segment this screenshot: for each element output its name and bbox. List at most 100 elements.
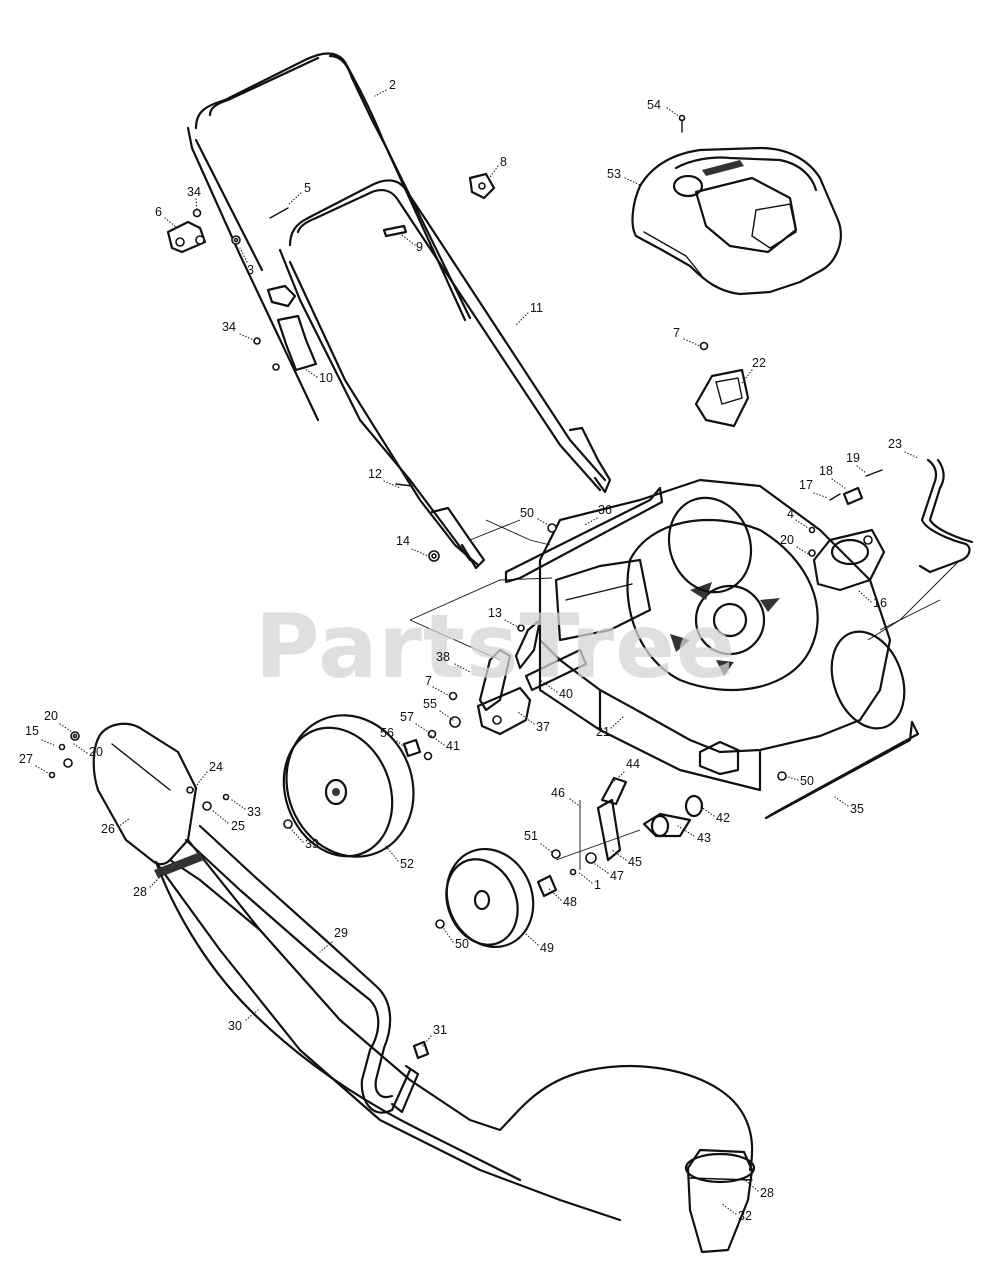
callout-11: 11	[515, 301, 543, 326]
callout-3: 3	[239, 247, 254, 277]
part-number-label: 29	[334, 926, 348, 940]
part-number-label: 53	[607, 167, 621, 181]
part-number-label: 13	[488, 606, 502, 620]
callout-26: 26	[101, 817, 131, 836]
callout-leader	[287, 192, 302, 206]
part-number-label: 35	[850, 802, 864, 816]
part-number-label: 51	[524, 829, 538, 843]
part-number-label: 57	[400, 710, 414, 724]
callout-10: 10	[301, 366, 333, 385]
watermark-text: PartsTree	[255, 595, 736, 698]
callout-leader	[547, 887, 562, 901]
callout-34: 34	[222, 320, 257, 342]
chute-assembly	[48, 722, 756, 1254]
callout-leader	[699, 805, 715, 817]
callout-leader	[677, 825, 695, 837]
part-number-label: 24	[209, 760, 223, 774]
callout-32: 32	[721, 1203, 752, 1223]
callout-45: 45	[611, 849, 642, 869]
part-number-label: 20	[44, 709, 58, 723]
callout-4: 4	[787, 507, 809, 529]
callout-leader	[504, 619, 521, 629]
part-number-label: 22	[752, 356, 766, 370]
engine-bracket	[808, 469, 886, 592]
part-number-label: 19	[846, 451, 860, 465]
bracket-22	[694, 341, 750, 428]
part-number-label: 52	[400, 857, 414, 871]
callout-56: 56	[380, 726, 409, 751]
part-number-label: 31	[433, 1023, 447, 1037]
part-number-label: 4	[787, 507, 794, 521]
part-number-label: 28	[760, 1186, 774, 1200]
callout-leader	[784, 775, 799, 781]
part-number-label: 1	[594, 878, 601, 892]
callout-leader	[384, 844, 399, 862]
callout-23: 23	[888, 437, 919, 459]
callout-7: 7	[673, 326, 701, 347]
callout-35: 35	[834, 796, 864, 816]
callout-leader	[73, 743, 88, 754]
part-number-label: 44	[626, 757, 640, 771]
callout-leader	[537, 518, 551, 527]
callout-25: 25	[211, 809, 245, 833]
handle-hardware	[166, 172, 496, 562]
callout-leader	[415, 723, 431, 734]
part-number-label: 10	[319, 371, 333, 385]
callout-leader	[245, 1009, 259, 1021]
callout-49: 49	[523, 931, 554, 955]
callout-leader	[487, 165, 499, 181]
callout-31: 31	[421, 1023, 447, 1048]
callout-leader	[856, 465, 867, 474]
callout-37: 37	[517, 711, 550, 734]
callout-leader	[577, 871, 593, 884]
callout-leader	[59, 723, 73, 733]
callout-55: 55	[423, 697, 454, 721]
part-number-label: 37	[536, 720, 550, 734]
part-number-label: 25	[231, 819, 245, 833]
part-number-label: 50	[800, 774, 814, 788]
callout-leader	[441, 925, 454, 943]
part-number-label: 7	[673, 326, 680, 340]
callout-44: 44	[611, 757, 640, 784]
callout-12: 12	[368, 467, 401, 489]
callout-30: 30	[228, 1009, 259, 1033]
part-number-label: 2	[389, 78, 396, 92]
callout-leader	[584, 517, 598, 526]
callout-50: 50	[784, 774, 814, 788]
callout-leader	[796, 546, 811, 556]
part-number-label: 40	[559, 687, 573, 701]
callout-leader	[813, 492, 829, 499]
callout-57: 57	[400, 710, 431, 734]
lower-handle	[278, 179, 612, 570]
callout-46: 46	[551, 786, 583, 809]
callout-20: 20	[44, 709, 73, 733]
part-number-label: 34	[187, 185, 201, 199]
callout-9: 9	[401, 234, 423, 254]
callout-leader	[611, 771, 625, 784]
part-number-label: 50	[520, 506, 534, 520]
height-adjuster	[402, 618, 588, 761]
callout-leader	[149, 874, 163, 888]
callout-52: 52	[384, 844, 414, 871]
callout-leader	[439, 710, 454, 721]
callout-leader	[515, 312, 529, 326]
callout-leader	[523, 931, 539, 946]
callout-leader	[383, 480, 401, 489]
part-number-label: 21	[596, 725, 610, 739]
part-number-label: 38	[436, 650, 450, 664]
callout-40: 40	[539, 679, 573, 701]
callout-leader	[611, 849, 627, 861]
callout-leader	[610, 715, 625, 729]
callout-leader	[35, 765, 49, 774]
part-number-label: 20	[780, 533, 794, 547]
part-number-label: 42	[716, 811, 730, 825]
callout-20: 20	[73, 743, 103, 759]
callout-leader	[539, 679, 558, 693]
callout-leader	[192, 771, 208, 791]
part-number-label: 26	[101, 822, 115, 836]
callout-18: 18	[819, 464, 846, 489]
callout-42: 42	[699, 805, 730, 825]
part-number-label: 9	[416, 240, 423, 254]
callout-53: 53	[607, 167, 641, 186]
callout-27: 27	[19, 752, 49, 774]
